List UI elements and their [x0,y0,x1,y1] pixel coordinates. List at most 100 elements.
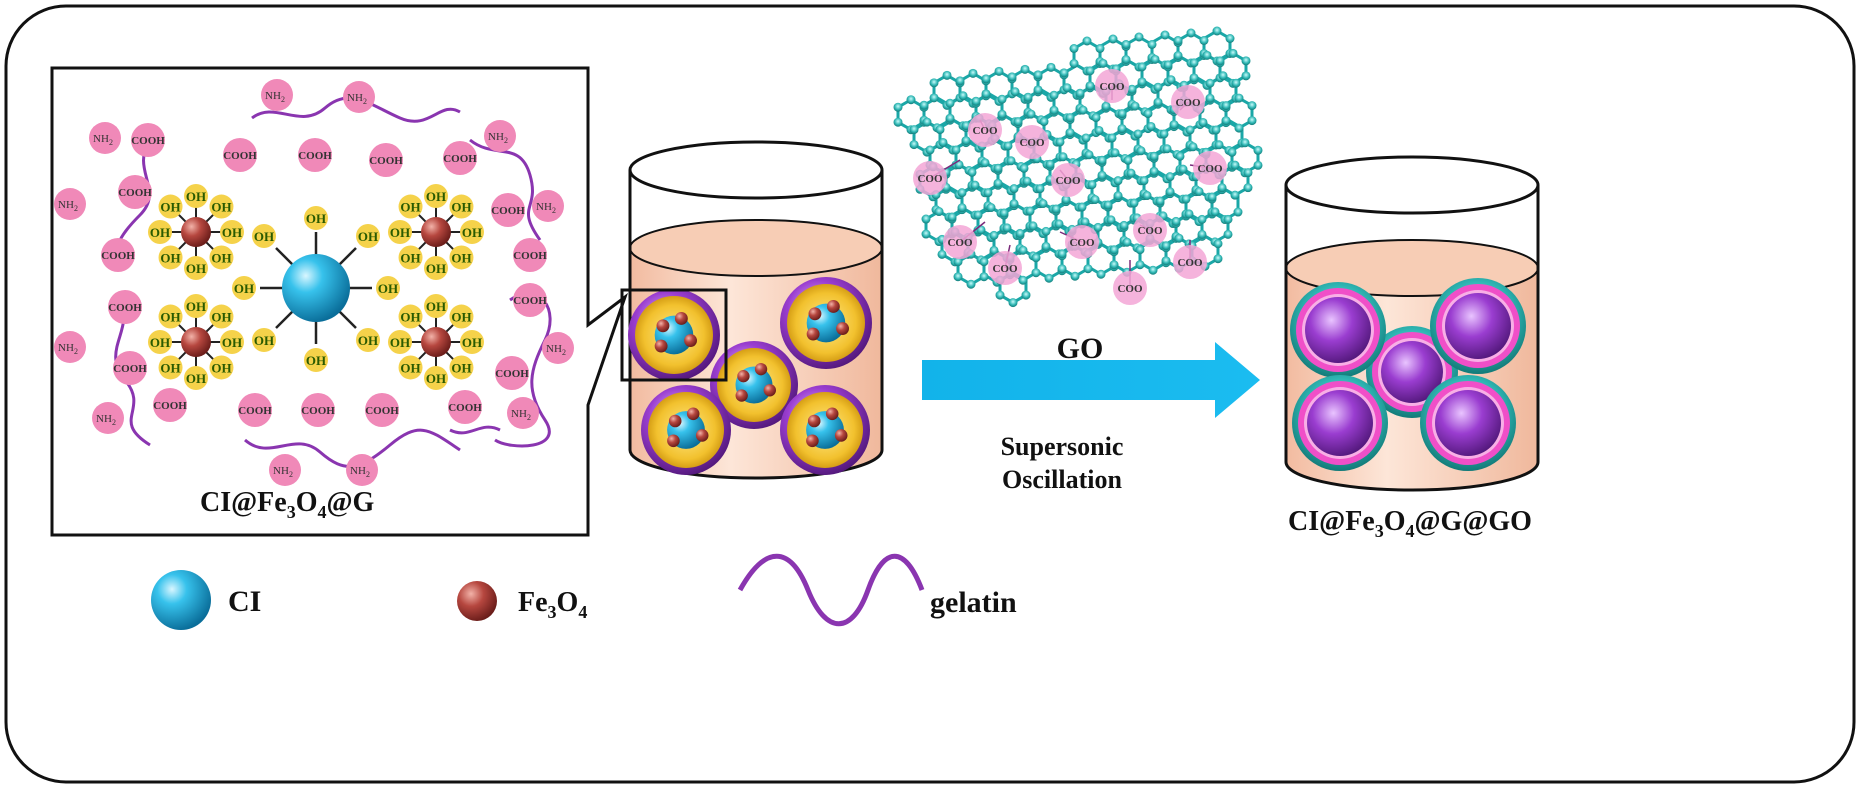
go-atom [1175,151,1185,161]
go-atom [1127,84,1137,94]
go-atom [1197,229,1207,239]
cooh-bead [113,351,147,385]
gelatin-chain [449,425,501,435]
oh-label: OH [234,281,254,296]
go-atom [1113,176,1123,186]
nh2-label: NH2 [93,133,113,147]
oh-bead [356,328,380,352]
go-atom [1231,78,1241,88]
fe3o4-particle [826,300,840,313]
go-atom [1049,90,1059,100]
go-atom [929,93,939,103]
oh-bead [424,256,448,280]
go-atom [1119,220,1129,230]
go-atom [893,117,903,127]
nh2-label: NH2 [488,131,508,145]
go-atom [1009,199,1019,209]
cooh-bead [298,138,332,172]
oh-bead [252,328,276,352]
coo-bead [913,161,947,195]
go-atom [1233,207,1243,217]
coo-bead [1095,69,1129,103]
go-atom [1241,56,1251,66]
go-atom [1080,217,1090,227]
go-atom [999,208,1009,218]
nh2-label-base: NH [546,343,562,355]
go-atom [993,163,1003,173]
legend-fe3o4-label: Fe3O4 [518,587,587,622]
go-atom [1253,160,1263,170]
oh-bead [184,294,208,318]
go-atom [961,136,971,146]
coo-bead [1015,125,1049,159]
oh-bead [398,355,423,380]
go-atom [1110,148,1120,158]
fe3o4-particle [656,319,670,333]
go-atom [1199,36,1209,45]
nh2-bead [484,120,516,152]
go-atom [1093,222,1103,232]
go-atom [1097,155,1107,165]
oh-label: OH [254,229,274,244]
go-atom [1241,71,1251,81]
go-atom [1028,221,1038,231]
coo-bead [968,113,1002,147]
go-atom [1033,70,1043,80]
go-atom [951,145,961,155]
go-atom [1113,191,1123,201]
oh-label: OH [390,335,410,350]
fe3o4-particle [836,322,849,335]
go-atom [1225,34,1235,43]
coo-label: COO [1055,175,1081,187]
go-atom [1057,264,1067,274]
go-atom [906,95,916,105]
go-atom [947,212,957,222]
go-atom [1087,180,1097,190]
go-atom [922,117,932,127]
cooh-label: COOH [495,368,529,380]
go-atom [1049,105,1059,115]
go-atom [1109,260,1119,270]
nh2-bead [54,331,86,363]
go-atom [1178,164,1188,174]
coo-label: COO [1177,257,1203,269]
beaker-ci-fe3o4-g-go [1284,155,1540,492]
beaker-rim [628,140,884,200]
oh-label: OH [451,360,471,375]
oh-label: OH [150,225,170,240]
go-atom [937,249,947,259]
fe3o4-sphere [421,217,451,247]
oh-bead [424,184,448,208]
go-atom [1188,142,1198,152]
go-atom [953,272,963,282]
cooh-bead [118,175,152,209]
nh2-label: NH2 [96,413,116,427]
oh-bead [220,220,244,244]
go-atom [1013,117,1023,127]
inset-molecular-structure: OHOHOHOHOHOHOHOHOHOHOHOHOHOHOHOHOHOHOHOH… [54,79,574,486]
fe3o4-sphere [181,217,211,247]
oh-bead [158,304,183,329]
fe3o4-particle [737,370,750,383]
go-atom [1223,229,1233,239]
oh-label: OH [462,335,482,350]
nh2-bead [269,454,301,486]
nh2-label: NH2 [273,465,293,479]
arrow-label-line1: Supersonic [1001,432,1124,461]
purple-core [1305,297,1371,363]
nh2-bead [343,81,375,113]
go-atom [1135,260,1145,270]
go-atom [1227,147,1237,157]
beaker-rim [1284,155,1540,215]
go-atom [1202,50,1212,60]
nh2-label-base: NH [273,465,289,477]
fe3o4-particle [807,414,821,428]
fe3o4-particle [808,307,822,321]
go-atom [1117,109,1127,119]
oh-label: OH [222,225,242,240]
nh2-label-sub: 2 [527,413,531,422]
inset-caption: CI@Fe3O4@G [200,487,375,522]
go-atom [1147,40,1157,49]
coo-label: COO [1175,97,1201,109]
go-atom [921,229,931,239]
